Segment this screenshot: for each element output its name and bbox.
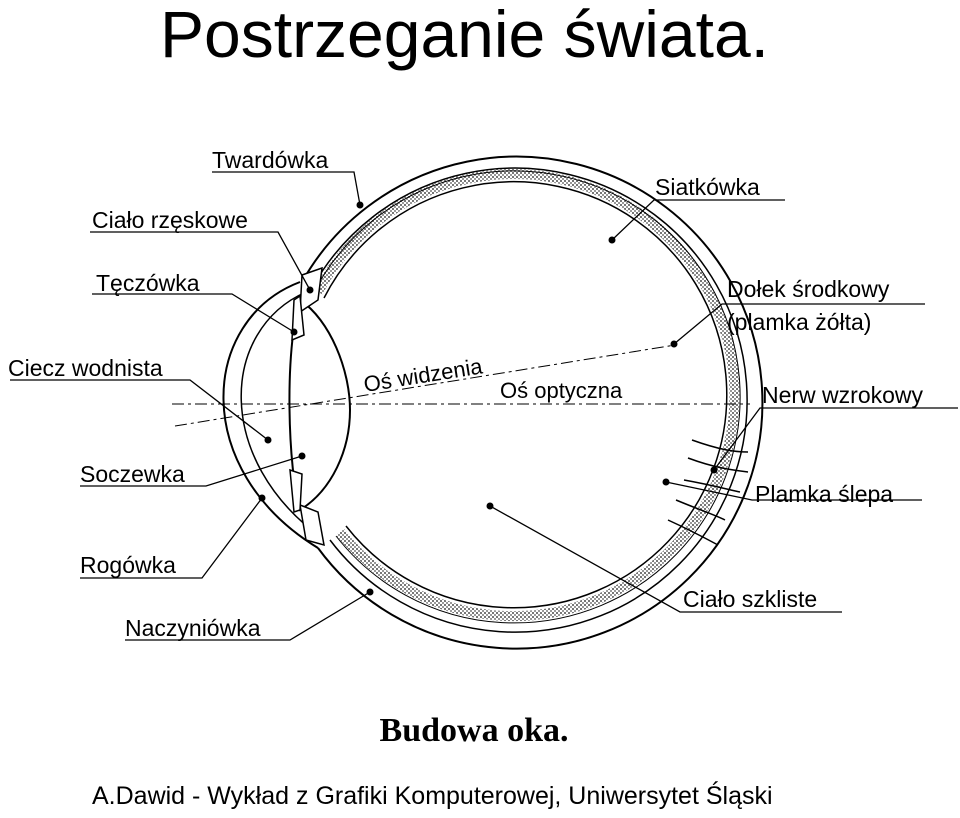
label-siatkowka: Siatkówka (655, 174, 760, 200)
label-twardowka: Twardówka (212, 147, 329, 173)
label-ciecz-wodnista: Ciecz wodnista (8, 355, 163, 381)
label-dolek-srodkowy: Dołek środkowy (727, 276, 890, 302)
slide-footer: A.Dawid - Wykład z Grafiki Komputerowej,… (92, 782, 773, 810)
label-cialo-rzeskowe: Ciało rzęskowe (92, 207, 248, 233)
optic-nerve (667, 439, 749, 546)
label-teczowka: Tęczówka (96, 270, 200, 296)
label-os-optyczna: Oś optyczna (500, 378, 623, 403)
iris-bottom (289, 468, 303, 514)
sclera-inner (311, 167, 748, 633)
sclera-outer (301, 155, 764, 650)
label-plamka-zolta: (plamka żółta) (727, 309, 871, 335)
ciliary-body-bottom (299, 503, 325, 547)
retina-band (313, 169, 740, 622)
visual-axis-line (174, 344, 676, 427)
diagram-caption: Budowa oka. (379, 712, 569, 749)
label-nerw-wzrokowy: Nerw wzrokowy (762, 382, 924, 408)
cornea (222, 281, 319, 549)
label-os-widzenia: Oś widzenia (362, 353, 485, 397)
label-naczyniowka: Naczyniówka (125, 615, 261, 641)
lens (288, 298, 352, 512)
label-rogowka: Rogówka (80, 552, 176, 578)
label-plamka-slepa: Plamka ślepa (755, 481, 893, 507)
slide-title: Postrzeganie świata. (160, 0, 769, 71)
marker-dots (258, 201, 718, 596)
retina-inner (323, 181, 728, 609)
label-soczewka: Soczewka (80, 461, 185, 487)
label-cialo-szkliste: Ciało szkliste (683, 586, 817, 612)
leader-lines (10, 171, 958, 641)
